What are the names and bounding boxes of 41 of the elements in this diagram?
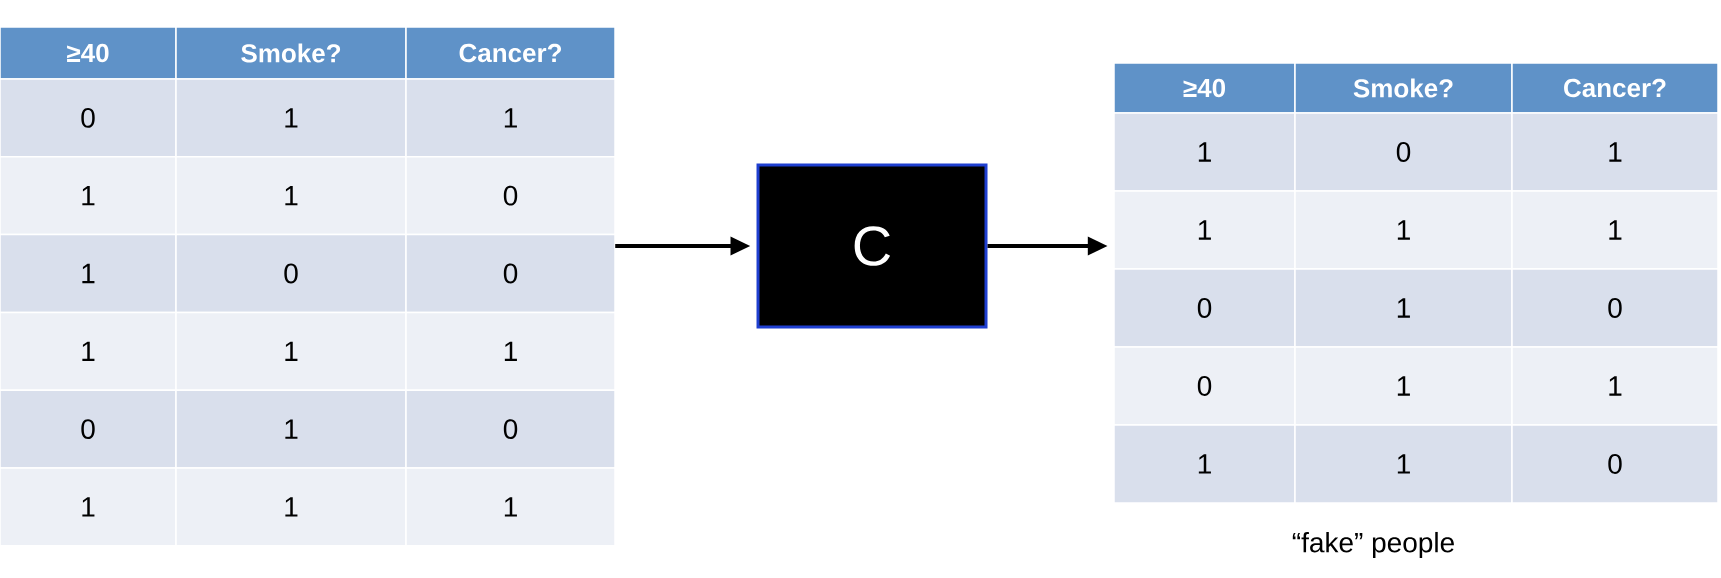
table-cell: 0 bbox=[1511, 424, 1719, 504]
table-cell: 0 bbox=[1113, 268, 1296, 348]
table-cell: 1 bbox=[0, 233, 177, 314]
table-cell: 0 bbox=[0, 78, 177, 158]
table-cell: 0 bbox=[1294, 112, 1513, 192]
table-cell: 0 bbox=[405, 233, 616, 314]
table-cell: 0 bbox=[405, 389, 616, 469]
table-cell: 1 bbox=[0, 311, 177, 391]
header-cell: Cancer? bbox=[405, 26, 616, 80]
table-cell: 1 bbox=[1511, 190, 1719, 270]
table-cell: 1 bbox=[1294, 268, 1513, 348]
table-cell: 1 bbox=[0, 156, 177, 236]
table-cell: 1 bbox=[175, 311, 407, 391]
table-cell: 1 bbox=[1294, 424, 1513, 504]
header-cell: Cancer? bbox=[1511, 62, 1719, 114]
table-cell: 1 bbox=[175, 78, 407, 158]
table-cell: 0 bbox=[1113, 346, 1296, 426]
table-cell: 0 bbox=[0, 389, 177, 469]
table-cell: 0 bbox=[405, 156, 616, 236]
header-cell: Smoke? bbox=[175, 26, 407, 80]
header-cell: ≥40 bbox=[1113, 62, 1296, 114]
header-cell: ≥40 bbox=[0, 26, 177, 80]
table-cell: 1 bbox=[405, 311, 616, 391]
table-cell: 1 bbox=[0, 467, 177, 547]
process-box: C bbox=[756, 163, 988, 329]
table-cell: 1 bbox=[175, 389, 407, 469]
table-cell: 1 bbox=[1113, 112, 1296, 192]
table-cell: 1 bbox=[175, 156, 407, 236]
table-cell: 1 bbox=[175, 467, 407, 547]
table-cell: 1 bbox=[405, 78, 616, 158]
table-cell: 0 bbox=[175, 233, 407, 314]
table-cell: 1 bbox=[1511, 346, 1719, 426]
node-label: “fake” people bbox=[1292, 531, 1454, 559]
table-cell: 1 bbox=[1113, 190, 1296, 270]
table-cell: 1 bbox=[1511, 112, 1719, 192]
table-cell: 0 bbox=[1511, 268, 1719, 348]
header-cell: Smoke? bbox=[1294, 62, 1513, 114]
table-cell: 1 bbox=[405, 467, 616, 547]
table-cell: 1 bbox=[1294, 190, 1513, 270]
table-cell: 1 bbox=[1113, 424, 1296, 504]
table-cell: 1 bbox=[1294, 346, 1513, 426]
